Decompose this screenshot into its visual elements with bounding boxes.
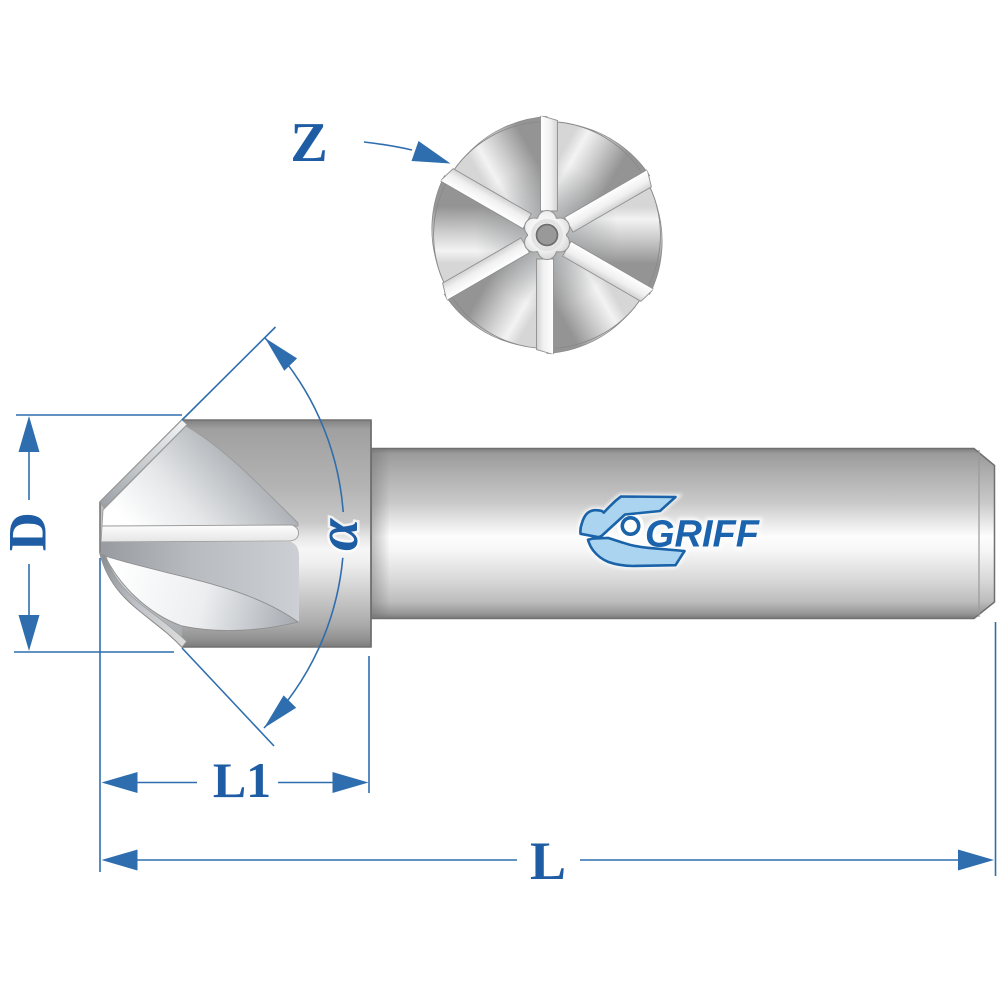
svg-text:L1: L1 (213, 752, 271, 808)
svg-text:Z: Z (290, 112, 327, 174)
svg-text:D: D (0, 512, 58, 551)
svg-text:GRIFF: GRIFF (645, 514, 761, 556)
svg-text:α: α (305, 518, 370, 551)
svg-text:α: α (305, 518, 370, 551)
svg-text:L: L (530, 831, 566, 891)
